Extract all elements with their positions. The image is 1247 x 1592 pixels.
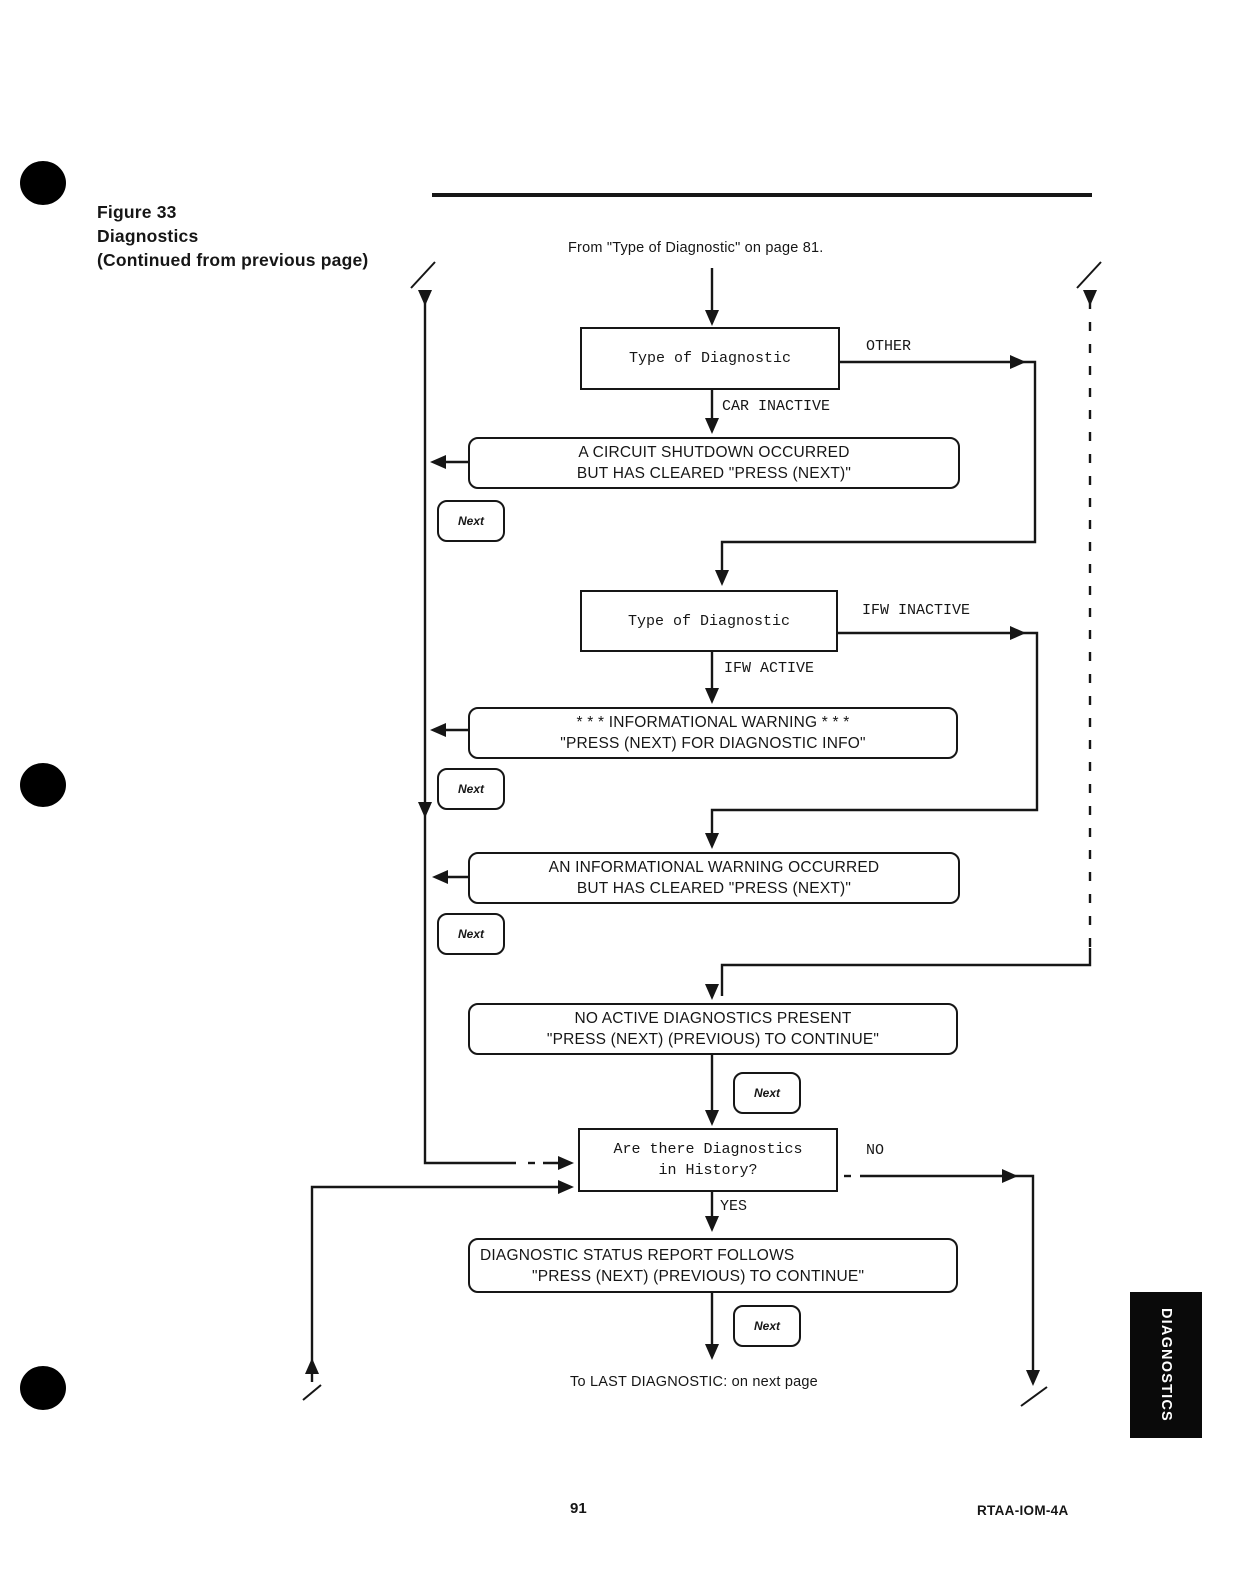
box-diagnostics-in-history-line1: Are there Diagnostics (613, 1141, 803, 1158)
box-type-of-diagnostic-2-label: Type of Diagnostic (627, 612, 791, 630)
top-rule (432, 193, 1092, 197)
box-diagnostics-in-history-line2: in History? (658, 1162, 758, 1179)
box-type-of-diagnostic-1-label: Type of Diagnostic (628, 350, 792, 367)
binder-hole-top (20, 161, 66, 205)
branch-label-yes: YES (720, 1198, 748, 1215)
figure-title-line3: (Continued from previous page) (97, 250, 369, 270)
to-last-diagnostic-note: To LAST DIAGNOSTIC: on next page (570, 1374, 818, 1390)
box-diagnostic-status-report-line1: DIAGNOSTIC STATUS REPORT FOLLOWS (480, 1246, 795, 1264)
box-informational-warning: * * * INFORMATIONAL WARNING * * * "PRESS… (468, 707, 958, 759)
figure-title: Figure 33 Diagnostics (Continued from pr… (97, 200, 368, 272)
next-button-4: Next (733, 1072, 801, 1114)
box-type-of-diagnostic-1: Type of Diagnostic (580, 327, 840, 390)
page-number: 91 (570, 1500, 587, 1517)
box-diagnostics-in-history: Are there Diagnostics in History? (578, 1128, 838, 1192)
box-no-active-diagnostics-line2: "PRESS (NEXT) (PREVIOUS) TO CONTINUE" (546, 1031, 880, 1048)
branch-label-ifw-inactive: IFW INACTIVE (862, 602, 971, 619)
branch-label-car-inactive: CAR INACTIVE (722, 398, 831, 415)
document-code: RTAA-IOM-4A (977, 1503, 1069, 1518)
branch-label-other: OTHER (866, 338, 912, 355)
diagnostics-section-tab: DIAGNOSTICS (1130, 1292, 1202, 1438)
box-no-active-diagnostics: NO ACTIVE DIAGNOSTICS PRESENT "PRESS (NE… (468, 1003, 958, 1055)
arrowheads (305, 290, 1097, 1386)
box-circuit-shutdown-cleared-line2: BUT HAS CLEARED "PRESS (NEXT)" (576, 465, 852, 482)
next-button-2: Next (437, 768, 505, 810)
box-circuit-shutdown-cleared-line1: A CIRCUIT SHUTDOWN OCCURRED (578, 444, 850, 461)
next-button-3: Next (437, 913, 505, 955)
box-informational-warning-line1: * * * INFORMATIONAL WARNING * * * (576, 714, 850, 731)
box-diagnostic-status-report: DIAGNOSTIC STATUS REPORT FOLLOWS "PRESS … (468, 1238, 958, 1293)
box-informational-warning-cleared-line2: BUT HAS CLEARED "PRESS (NEXT)" (576, 880, 852, 897)
box-type-of-diagnostic-2: Type of Diagnostic (580, 590, 838, 652)
from-note: From "Type of Diagnostic" on page 81. (568, 240, 824, 256)
box-no-active-diagnostics-line1: NO ACTIVE DIAGNOSTICS PRESENT (574, 1010, 852, 1027)
branch-label-no: NO (866, 1142, 885, 1159)
box-circuit-shutdown-cleared: A CIRCUIT SHUTDOWN OCCURRED BUT HAS CLEA… (468, 437, 960, 489)
binder-hole-bottom (20, 1366, 66, 1410)
box-informational-warning-cleared: AN INFORMATIONAL WARNING OCCURRED BUT HA… (468, 852, 960, 904)
figure-title-line1: Figure 33 (97, 202, 177, 222)
box-diagnostic-status-report-line2: "PRESS (NEXT) (PREVIOUS) TO CONTINUE" (532, 1267, 865, 1285)
branch-label-ifw-active: IFW ACTIVE (724, 660, 815, 677)
binder-hole-middle (20, 763, 66, 807)
figure-title-line2: Diagnostics (97, 226, 199, 246)
box-informational-warning-cleared-line1: AN INFORMATIONAL WARNING OCCURRED (548, 859, 880, 876)
next-button-1: Next (437, 500, 505, 542)
box-informational-warning-line2: "PRESS (NEXT) FOR DIAGNOSTIC INFO" (560, 735, 866, 752)
next-button-5: Next (733, 1305, 801, 1347)
